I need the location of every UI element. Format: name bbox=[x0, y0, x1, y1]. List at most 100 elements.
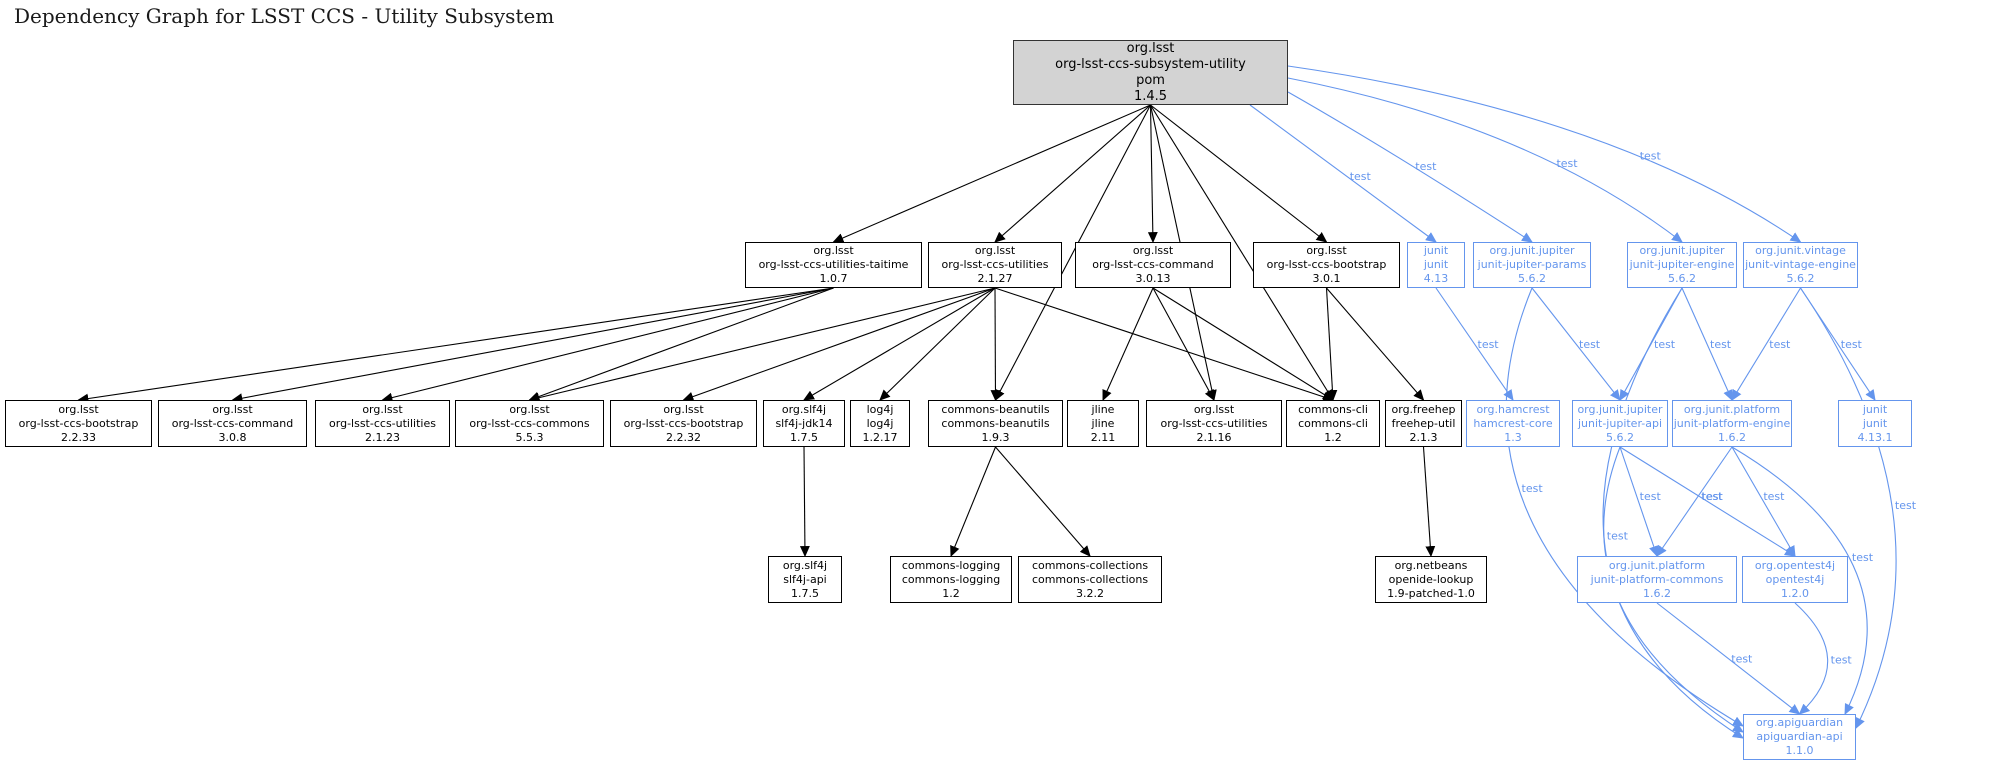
edge-test-label: test bbox=[1556, 157, 1578, 170]
node-label-line: pom bbox=[1136, 72, 1165, 88]
node-label-line: opentest4j bbox=[1765, 572, 1825, 586]
edge-test-label: test bbox=[1478, 338, 1500, 351]
node-label-line: hamcrest-core bbox=[1473, 416, 1553, 430]
node-label-line: org.junit.jupiter bbox=[1577, 402, 1663, 416]
node-label-line: jline bbox=[1091, 416, 1115, 430]
node-label-line: 5.6.2 bbox=[1518, 272, 1546, 285]
edge-pom-beanutils bbox=[994, 104, 1151, 401]
node-label-line: apiguardian-api bbox=[1756, 730, 1843, 743]
edge-util2127-commons553 bbox=[528, 287, 996, 403]
node-label-line: 2.2.33 bbox=[61, 430, 96, 444]
edge-taitime-boot2233 bbox=[77, 287, 834, 404]
node-label-line: commons-cli bbox=[1298, 402, 1368, 416]
node-label-line: org.junit.jupiter bbox=[1639, 244, 1725, 257]
edge-pom-vintage bbox=[1287, 65, 1802, 243]
node-label-line: commons-beanutils bbox=[941, 402, 1050, 416]
node-label-line: commons-collections bbox=[1031, 558, 1149, 572]
edge-params-jupiterapi bbox=[1531, 287, 1621, 401]
node-label-line: org.lsst bbox=[974, 244, 1016, 257]
edge-beanutils-commonscollections bbox=[995, 446, 1091, 557]
node-label-line: commons-logging bbox=[901, 572, 1001, 586]
node-label-line: junit bbox=[1862, 402, 1888, 416]
edge-test-label: test bbox=[1895, 499, 1917, 512]
node-label-line: org.opentest4j bbox=[1754, 558, 1836, 572]
edge-cmd3013-util2116 bbox=[1152, 287, 1215, 401]
node-label-line: org.lsst bbox=[813, 244, 854, 257]
node-label-line: 1.4.5 bbox=[1133, 88, 1168, 104]
node-label-line: org.slf4j bbox=[781, 402, 827, 416]
node-label-line: junit-vintage-engine bbox=[1745, 258, 1856, 271]
node-label-line: org.junit.jupiter bbox=[1489, 244, 1575, 257]
edge-taitime-commons553 bbox=[528, 287, 834, 402]
node-label-line: junit-jupiter-api bbox=[1577, 416, 1663, 430]
node-label-line: org.lsst bbox=[212, 402, 253, 416]
node-label-line: org.lsst bbox=[362, 402, 403, 416]
node-label-line: 1.9.3 bbox=[981, 430, 1010, 444]
node-label-line: org-lsst-ccs-bootstrap bbox=[623, 416, 744, 430]
node-label-line: 1.2.17 bbox=[862, 430, 898, 444]
edge-freehep-openide bbox=[1422, 446, 1436, 558]
node-label-line: org.netbeans bbox=[1394, 558, 1468, 572]
edge-test-label: test bbox=[1415, 160, 1437, 173]
node-label-line: org-lsst-ccs-commons bbox=[469, 416, 590, 430]
node-label-line: 4.13.1 bbox=[1857, 430, 1893, 444]
node-label-line: 3.0.8 bbox=[218, 430, 247, 444]
node-label-line: org.lsst bbox=[509, 402, 550, 416]
node-label-line: org-lsst-ccs-utilities bbox=[329, 416, 436, 430]
node-label-line: org-lsst-ccs-command bbox=[1092, 258, 1214, 271]
node-label-line: 1.2.0 bbox=[1781, 586, 1809, 600]
node-label-line: log4j bbox=[866, 402, 894, 416]
edge-pom-params bbox=[1287, 91, 1533, 243]
edge-util2127-boot2232 bbox=[682, 287, 996, 402]
edge-boot301-freehep bbox=[1326, 287, 1425, 401]
node-label-line: 1.2 bbox=[942, 586, 960, 600]
edge-platformengine-apiguardian bbox=[1731, 446, 1868, 715]
node-label-line: org.lsst bbox=[663, 402, 704, 416]
node-label-line: org.slf4j bbox=[782, 558, 828, 572]
edge-params-apiguardian bbox=[1505, 287, 1744, 727]
edge-test-label: test bbox=[1701, 490, 1723, 503]
edge-slf4jjdk14-slf4japi bbox=[799, 446, 810, 558]
node-label-line: junit-jupiter-params bbox=[1477, 258, 1587, 271]
node-label-line: 2.1.16 bbox=[1196, 430, 1232, 444]
node-label-line: 5.5.3 bbox=[515, 430, 544, 444]
edge-pom-commonscli bbox=[1150, 104, 1334, 401]
node-label-line: 2.1.23 bbox=[365, 430, 400, 444]
edge-util2127-slf4jjdk14 bbox=[803, 287, 996, 401]
node-label-line: jline bbox=[1091, 402, 1115, 416]
node-label-line: 1.6.2 bbox=[1643, 586, 1671, 600]
node-label-line: 1.9-patched-1.0 bbox=[1387, 586, 1475, 600]
edge-test-label: test bbox=[1350, 170, 1372, 183]
edge-test-label: test bbox=[1710, 338, 1732, 351]
node-label-line: 1.7.5 bbox=[790, 430, 818, 444]
node-label-line: 3.0.13 bbox=[1135, 272, 1171, 285]
node-label-line: org.lsst bbox=[58, 402, 99, 416]
node-label-line: org-lsst-ccs-utilities-taitime bbox=[758, 258, 909, 271]
node-label-line: 2.11 bbox=[1090, 430, 1116, 444]
edge-pom-cmd3013 bbox=[1147, 104, 1158, 244]
edge-platformcommons-apiguardian bbox=[1656, 602, 1801, 715]
edge-pom-junit413 bbox=[1249, 104, 1437, 243]
node-label-line: org.lsst bbox=[1306, 244, 1347, 257]
